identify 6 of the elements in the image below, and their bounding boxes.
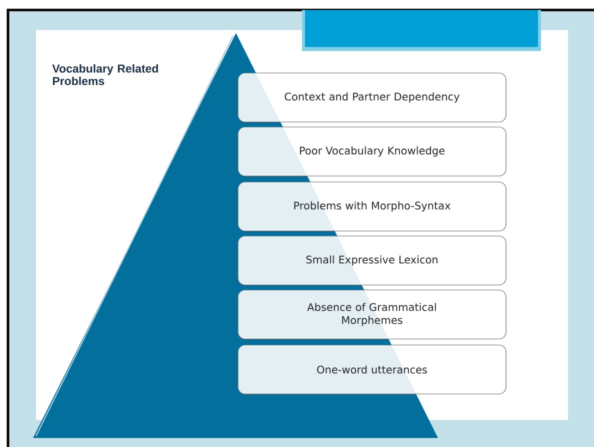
text-box: Problems with Morpho-Syntax <box>238 182 506 232</box>
text-box: Small Expressive Lexicon <box>238 236 506 286</box>
text-box: Poor Vocabulary Knowledge <box>238 126 506 176</box>
text-box: Context and Partner Dependency <box>238 72 506 122</box>
text-box: Absence of Grammatical Morphemes <box>238 290 506 340</box>
text-box: One-word utterances <box>238 344 506 394</box>
